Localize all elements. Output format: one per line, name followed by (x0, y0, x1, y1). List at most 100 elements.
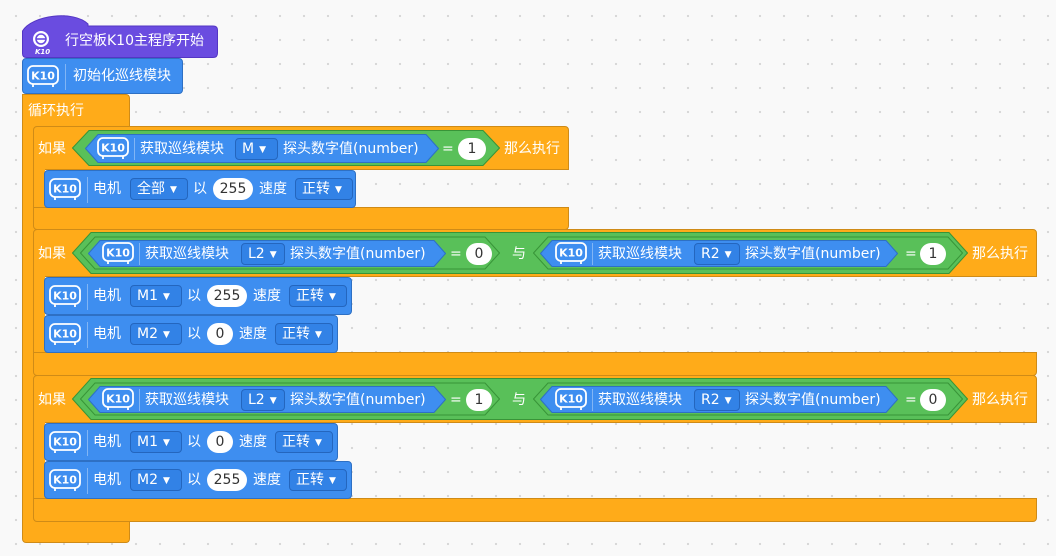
motor-select-value: M2 (137, 472, 158, 488)
k10-icon: K10 (48, 283, 84, 309)
then-label: 那么执行 (504, 141, 560, 157)
chevron-down-icon: ▼ (329, 292, 336, 302)
direction-dropdown[interactable]: 正转▼ (275, 431, 333, 453)
compare-value-input[interactable]: 1 (466, 389, 492, 411)
compare-value-input[interactable]: 1 (458, 138, 486, 160)
chevron-down-icon: ▼ (335, 185, 342, 195)
probe-value-label: 探头数字值(number) (290, 392, 426, 408)
chevron-down-icon: ▼ (163, 476, 170, 486)
k10-icon: K10 (48, 321, 84, 347)
motor-select-dropdown[interactable]: M1 ▼ (130, 285, 182, 307)
if-label: 如果 (38, 246, 66, 262)
svg-text:K10: K10 (53, 290, 77, 303)
k10-icon: K10 (101, 386, 137, 412)
by-label: 以 (187, 326, 201, 342)
motor-label: 电机 (93, 434, 121, 450)
probe-value: L2 (248, 246, 265, 262)
and-label: 与 (512, 246, 526, 262)
motor-label: 电机 (93, 326, 121, 342)
motor-select-value: M1 (137, 288, 158, 304)
motor-label: 电机 (93, 472, 121, 488)
motor-select-value: M1 (137, 434, 158, 450)
forever-loop-bottom (22, 521, 130, 543)
k10-icon: K10 (26, 63, 62, 89)
then-label: 那么执行 (972, 246, 1028, 262)
speed-input[interactable]: 0 (207, 431, 233, 453)
if-block-2-bottom (33, 352, 1037, 376)
motor-select-dropdown[interactable]: M1▼ (130, 431, 182, 453)
motor-block[interactable]: K10 电机 M1▼ 以 255 速度 正转▼ (44, 277, 352, 315)
probe-value: R2 (701, 392, 720, 408)
if-block-3-bottom (33, 498, 1037, 522)
get-sensor-label: 获取巡线模块 (145, 392, 229, 408)
forever-loop-arm (22, 126, 35, 523)
chevron-down-icon: ▼ (269, 396, 277, 406)
chevron-down-icon: ▼ (315, 438, 322, 448)
speed-label: 速度 (259, 181, 287, 197)
direction-dropdown[interactable]: 正转 ▼ (289, 285, 347, 307)
if-label: 如果 (38, 392, 66, 408)
svg-text:K10: K10 (101, 142, 125, 155)
chevron-down-icon: ▼ (259, 145, 267, 155)
motor-block[interactable]: K10 电机 M2▼ 以 255 速度 正转▼ (44, 461, 352, 499)
probe-dropdown[interactable]: L2 ▼ (241, 389, 285, 411)
if-block-3-arm (33, 422, 45, 502)
chevron-down-icon: ▼ (329, 476, 336, 486)
speed-input[interactable]: 255 (207, 469, 247, 491)
if-block-1-bottom (33, 207, 569, 230)
motor-block[interactable]: K10 电机 全部▼ 以 255 速度 正转▼ (44, 170, 356, 208)
probe-dropdown[interactable]: L2 ▼ (241, 243, 285, 265)
forever-loop-label: 循环执行 (28, 103, 84, 119)
hat-label: 行空板K10主程序开始 (65, 33, 204, 49)
probe-dropdown[interactable]: M▼ (235, 138, 278, 160)
direction-dropdown[interactable]: 正转▼ (295, 178, 353, 200)
equals-sign: = (450, 392, 462, 408)
k10-icon: K10 (101, 240, 137, 266)
compare-value-input[interactable]: 1 (920, 243, 946, 265)
direction-dropdown[interactable]: 正转▼ (275, 323, 333, 345)
k10-icon: K10 (554, 240, 590, 266)
probe-dropdown[interactable]: R2▼ (694, 389, 740, 411)
equals-sign: = (450, 246, 462, 262)
program-start-hat-block[interactable]: K10 行空板K10主程序开始 (22, 14, 218, 58)
get-sensor-label: 获取巡线模块 (598, 392, 682, 408)
probe-value-label: 探头数字值(number) (745, 392, 881, 408)
svg-text:K10: K10 (106, 247, 130, 260)
init-block-label: 初始化巡线模块 (73, 68, 171, 84)
speed-input[interactable]: 255 (213, 178, 253, 200)
compare-value-input[interactable]: 0 (466, 243, 492, 265)
motor-select-dropdown[interactable]: 全部▼ (130, 178, 188, 200)
init-line-module-block[interactable]: K10 初始化巡线模块 (22, 58, 183, 94)
probe-value: L2 (248, 392, 265, 408)
chevron-down-icon: ▼ (163, 330, 170, 340)
forever-loop-top[interactable]: 循环执行 (22, 94, 130, 127)
probe-dropdown[interactable]: R2▼ (694, 243, 740, 265)
k10-icon: K10 (96, 135, 132, 161)
speed-input[interactable]: 255 (207, 285, 247, 307)
motor-label: 电机 (93, 181, 121, 197)
svg-text:K10: K10 (53, 436, 77, 449)
motor-block[interactable]: K10 电机 M2▼ 以 0 速度 正转▼ (44, 315, 338, 353)
if-block-2-arm (33, 276, 45, 356)
motor-label: 电机 (93, 288, 121, 304)
direction-value: 正转 (296, 288, 324, 304)
direction-dropdown[interactable]: 正转▼ (289, 469, 347, 491)
equals-sign: = (442, 141, 454, 157)
speed-label: 速度 (239, 434, 267, 450)
speed-input[interactable]: 0 (207, 323, 233, 345)
chevron-down-icon: ▼ (269, 250, 277, 260)
by-label: 以 (187, 288, 201, 304)
chevron-down-icon: ▼ (163, 292, 170, 302)
hat-block-shape (22, 15, 218, 58)
by-label: 以 (187, 434, 201, 450)
get-sensor-label: 获取巡线模块 (145, 246, 229, 262)
motor-select-dropdown[interactable]: M2 ▼ (130, 469, 182, 491)
get-sensor-label: 获取巡线模块 (140, 141, 224, 157)
compare-value-input[interactable]: 0 (920, 389, 946, 411)
svg-text:K10: K10 (559, 393, 583, 406)
motor-select-dropdown[interactable]: M2▼ (130, 323, 182, 345)
motor-block[interactable]: K10 电机 M1▼ 以 0 速度 正转▼ (44, 423, 338, 461)
probe-value-label: 探头数字值(number) (290, 246, 426, 262)
svg-text:K10: K10 (106, 393, 130, 406)
direction-value: 正转 (282, 326, 310, 342)
